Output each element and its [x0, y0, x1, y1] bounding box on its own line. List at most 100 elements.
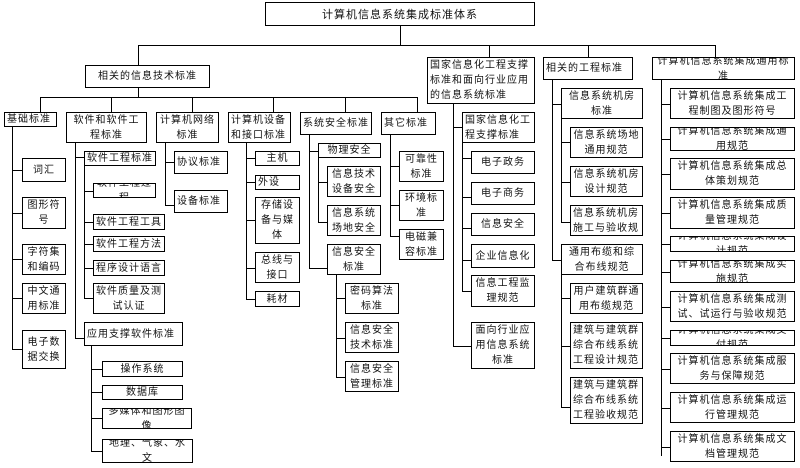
leaf-integration-label: 计算机信息系统集成服务与保障规范 — [677, 355, 788, 382]
connector-line — [552, 104, 561, 105]
connector-line — [84, 268, 93, 269]
leaf-integration: 计算机信息系统集成文档管理规范 — [670, 431, 795, 462]
leaf-device-label: 外设 — [258, 177, 280, 188]
connector-line — [12, 127, 13, 349]
connector-line — [588, 45, 589, 57]
connector-line — [561, 346, 570, 347]
leaf-app-label: 操作系统 — [120, 363, 165, 375]
node-industry: 面向行业应用信息系统标准 — [471, 322, 535, 369]
connector-line — [390, 166, 399, 167]
connector-line — [165, 162, 174, 163]
leaf-other: 电磁兼容标准 — [399, 229, 444, 260]
connector-line — [111, 97, 112, 112]
leaf-se-label: 软件工程工具 — [96, 216, 162, 228]
node-infosec-label: 信息安全标准 — [332, 246, 376, 273]
leaf-integration-label: 计算机信息系统集成交付规范 — [677, 330, 788, 346]
leaf-se: 程序设计语言 — [93, 260, 165, 276]
node-industry-label: 面向行业应用信息系统标准 — [475, 325, 531, 366]
leaf-device: 总线与接口 — [255, 252, 300, 283]
connector-line — [309, 268, 327, 269]
connector-line — [661, 369, 670, 370]
leaf-room: 信息系统机房施工与验收规 — [570, 205, 643, 236]
connector-line — [561, 407, 570, 408]
leaf-cabling: 建筑与建筑群综合布线系统工程设计规范 — [570, 322, 643, 369]
connector-line — [661, 174, 670, 175]
leaf-integration-label: 计算机信息系统集成质量管理规范 — [677, 200, 788, 226]
node-network: 计算机网络标准 — [156, 112, 219, 143]
connector-line — [12, 170, 22, 171]
connector-line — [715, 45, 716, 57]
connector-line — [12, 213, 22, 214]
connector-line — [561, 275, 562, 407]
node-network-label: 计算机网络标准 — [160, 114, 215, 141]
leaf-device-label: 存储设备与媒体 — [261, 200, 294, 241]
leaf-network: 设备标准 — [174, 190, 228, 213]
leaf-basic: 电子数据交换 — [22, 330, 66, 369]
leaf-other-label: 可靠性标准 — [405, 153, 438, 180]
connector-line — [165, 205, 174, 206]
leaf-app: 多媒体和图形图像 — [102, 408, 192, 429]
node-device: 计算机设备和接口标准 — [228, 112, 291, 143]
node-national: 国家信息化工程支撑标准和面向行业应用的信息系统标准 — [427, 57, 535, 104]
connector-line — [318, 158, 319, 222]
leaf-basic: 图形符号 — [22, 197, 66, 229]
leaf-support-label: 企业信息化 — [475, 250, 531, 262]
node-integration: 计算机信息系统集成通用标准 — [652, 57, 795, 80]
connector-line — [138, 88, 139, 97]
connector-line — [390, 205, 399, 206]
connector-line — [462, 291, 471, 292]
leaf-device-label: 总线与接口 — [261, 254, 294, 281]
leaf-integration-label: 计算机信息系统集成实施规范 — [677, 260, 788, 283]
leaf-support: 信息安全 — [471, 213, 535, 236]
node-engineering: 相关的工程标准 — [543, 57, 633, 80]
leaf-app-label: 数据库 — [126, 387, 159, 398]
connector-line — [12, 298, 22, 299]
leaf-infosec-label: 信息安全技术标准 — [350, 324, 394, 351]
connector-line — [462, 197, 471, 198]
connector-line — [453, 127, 462, 128]
node-support: 国家信息化工程支撑标准 — [462, 112, 535, 143]
leaf-device-label: 耗材 — [266, 293, 289, 305]
leaf-infosec-label: 密码算法标准 — [350, 285, 394, 312]
node-infosec: 信息安全标准 — [327, 244, 381, 275]
connector-line — [390, 236, 399, 237]
node-software-label: 软件和软件工程标准 — [73, 114, 140, 141]
leaf-integration: 计算机信息系统集成实施规范 — [670, 260, 795, 283]
connector-line — [661, 213, 670, 214]
connector-line — [661, 244, 670, 245]
leaf-basic: 中文通用标准 — [22, 283, 66, 314]
connector-line — [309, 151, 318, 152]
leaf-integration: 计算机信息系统集成总体策划规范 — [670, 158, 795, 190]
leaf-integration: 计算机信息系统集成运行管理规范 — [670, 392, 795, 423]
diagram-title-label: 计算机信息系统集成标准体系 — [322, 7, 478, 21]
connector-line — [91, 369, 102, 370]
node-integration-label: 计算机信息系统集成通用标准 — [657, 57, 790, 80]
leaf-cabling: 用户建筑群通用布缆规范 — [570, 283, 643, 314]
connector-line — [12, 259, 22, 260]
leaf-se-label: 软件工程方法 — [96, 238, 162, 250]
connector-line — [336, 377, 345, 378]
node-national-label: 国家信息化工程支撑标准和面向行业应用的信息系统标准 — [430, 60, 529, 101]
node-room-label: 信息系统机房标准 — [569, 90, 635, 117]
leaf-integration-label: 计算机信息系统集成文档管理规范 — [677, 433, 788, 460]
connector-line — [246, 299, 255, 300]
connector-line — [165, 143, 166, 205]
leaf-integration: 计算机信息系统集成工程制图及图形符号 — [670, 88, 795, 119]
connector-line — [336, 298, 345, 299]
node-app-label: 应用支撑软件标准 — [87, 328, 175, 340]
leaf-app: 数据库 — [102, 385, 183, 400]
connector-line — [661, 139, 670, 140]
connector-line — [138, 45, 139, 65]
node-se: 软件工程标准 — [84, 151, 156, 166]
connector-line — [561, 182, 570, 183]
leaf-support-label: 信息工程监理规范 — [475, 278, 531, 304]
leaf-room-label: 信息系统场地通用规范 — [573, 129, 640, 156]
connector-line — [462, 143, 463, 291]
leaf-room: 信息系统机房设计规范 — [570, 166, 643, 197]
leaf-room: 信息系统场地通用规范 — [570, 127, 643, 158]
leaf-integration: 计算机信息系统集成设计规范 — [670, 236, 795, 252]
connector-line — [661, 338, 670, 339]
leaf-cabling: 建筑与建筑群综合布线系统工程验收规范 — [570, 377, 643, 424]
leaf-device: 外设 — [255, 175, 300, 190]
leaf-support: 电子政务 — [471, 151, 535, 174]
